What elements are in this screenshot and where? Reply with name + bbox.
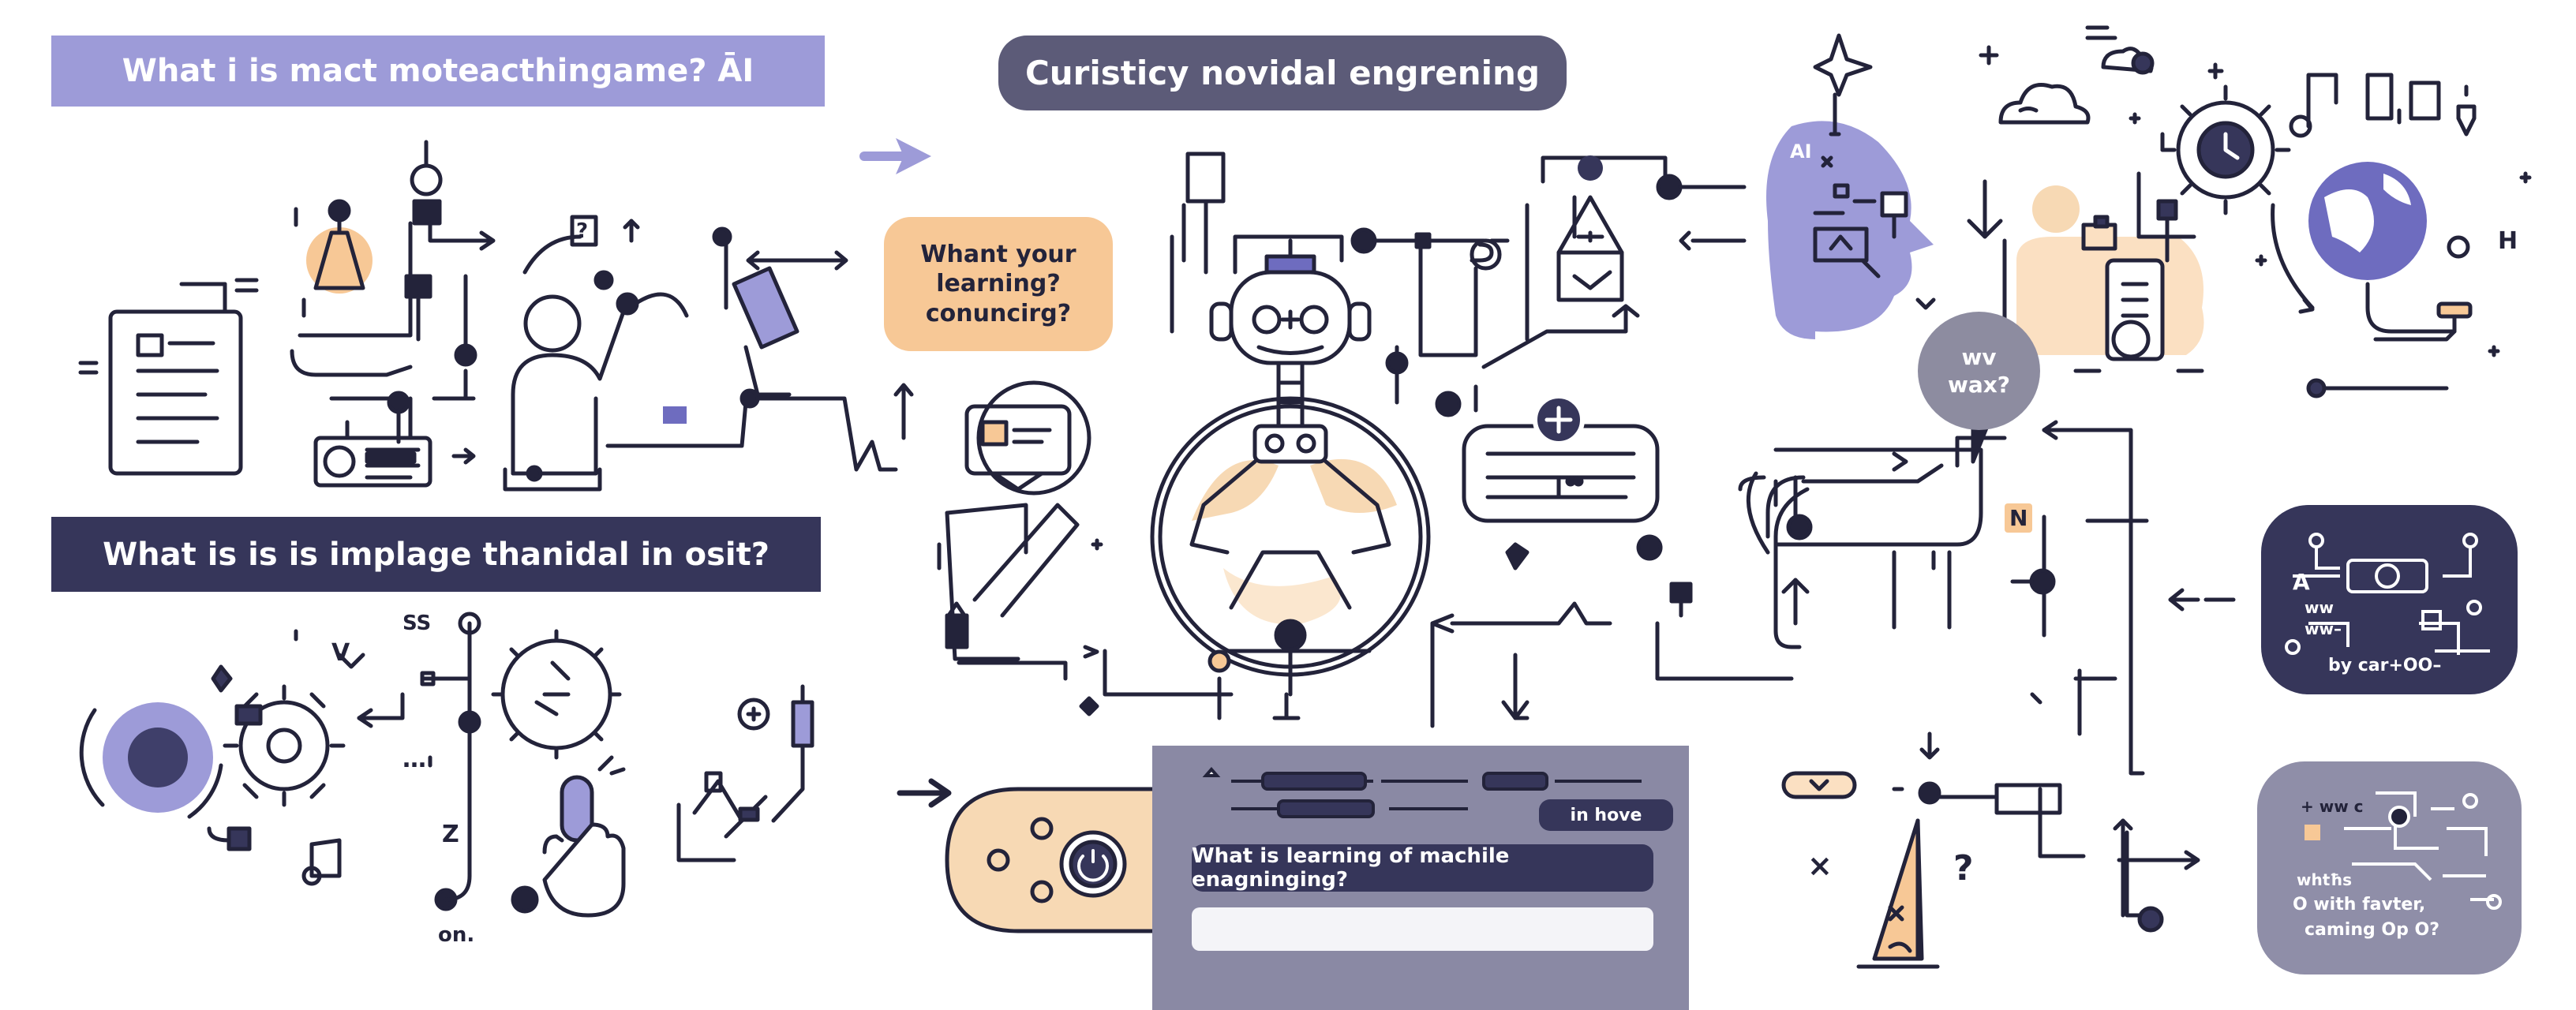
top-center-title-banner: Curisticy novidal engrening [998,36,1567,110]
grey-bubble-text: wv wax? [1947,344,2011,398]
question-input-pill[interactable]: What is learning of machile enagninging? [1192,844,1653,892]
drafting-tool-icon [676,684,814,862]
head-ai-icon [1766,121,1934,340]
dark-card-line-2: ww [2305,598,2334,617]
mid-left-title: What is is is implage thanidal in osit? [103,536,769,573]
right-dark-card: A ww ww– by car+OO– [2261,505,2518,694]
warning-triangle-icon [1556,155,1747,302]
question-box: ? [576,219,589,243]
gear-icon [223,684,346,807]
n-badge: N [2005,503,2033,533]
cloud-icon [1998,25,2224,125]
lav-card-line-4: caming Op O? [2305,920,2439,940]
right-lavender-card: + ww c whtħs O with favter, caming Op O? [2257,761,2522,974]
star-sparkle-icon [1813,33,1999,137]
person-presenting-icon [503,215,689,492]
in-hove-pill[interactable]: in hove [1539,799,1673,831]
person-desk-icon [2002,185,2204,373]
connector-lines-left [290,140,496,444]
panel-lines [1202,766,1642,818]
globe-icon [2255,162,2500,398]
hand-pointer-icon [511,755,626,918]
answer-input-field[interactable] [1192,907,1653,951]
lav-card-circuit [2305,791,2502,910]
purple-arrow [896,138,931,174]
dark-card-circuit [2285,533,2490,655]
mid-left-title-banner: What is is is implage thanidal in osit? [51,517,821,592]
robot-icon [1150,238,1431,697]
lav-card-line-2: whtħs [2297,870,2352,889]
target-icon [79,664,252,851]
dark-card-line-1: A [2293,569,2310,595]
control-panel-icon [1435,391,1693,618]
top-left-title-banner: What i is mact moteacthingame? ĀI [51,36,825,107]
arrows-lower-left [294,629,405,886]
pipe-flow-right [1738,412,2149,776]
ss-label: SS [402,612,432,635]
top-center-title: Curisticy novidal engrening [1024,54,1541,92]
question-panel: in hove What is learning of machile enag… [1152,746,1689,1010]
camera-radio-icon [313,420,476,488]
virus-icon [420,612,622,911]
document-icon [78,278,259,476]
lav-card-line-1: + ww c [2301,797,2364,816]
dark-card-line-4: by car+OO– [2328,656,2442,675]
center-connectors [1079,152,1794,728]
orange-bubble-text: Whant your learning? conuncirg? [920,240,1076,327]
bottom-right-arrows [1892,588,2236,933]
laptop-device-icon [937,380,1103,681]
pencil-ruler-icon [1781,771,1940,969]
music-documents-icon [2289,73,2532,184]
h-letter: H [2498,227,2518,255]
on-label: on. [438,923,475,947]
z-mark: Z [442,821,459,848]
dark-card-line-3: ww– [2305,619,2342,638]
telescope-icon [712,226,848,397]
grey-speech-bubble: wv wax? [1918,312,2040,430]
lav-card-line-3: O with favter, [2293,895,2426,915]
top-left-title: What i is mact moteacthingame? ĀI [122,53,754,89]
remote-device-icon [897,778,1163,933]
ai-head-label: AI [1790,140,1812,163]
gear-clock-icon [2129,84,2291,239]
dots-mark: … [402,746,426,773]
question-mark: ? [1953,848,1974,888]
x-mark: × [1807,848,1833,883]
arrow-down-right-region [1915,179,2003,310]
bell-icon [294,199,373,318]
path-flow-left [605,383,914,472]
v-mark: V [331,639,350,667]
orange-speech-bubble: Whant your learning? conuncirg? [884,217,1113,351]
